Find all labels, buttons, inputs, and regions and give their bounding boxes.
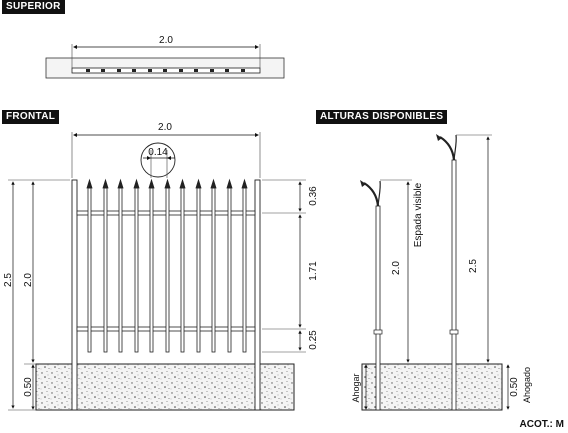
middle-segment-label: 1.71: [308, 261, 319, 281]
scale-note: ACOT.: M: [519, 419, 564, 430]
frontal-left-post: [71, 179, 78, 411]
top-segment-label: 0.36: [308, 186, 319, 206]
fence-height-label: 2.0: [23, 273, 34, 287]
buried-label-left: Ahogar: [351, 373, 361, 402]
tall-post-bracket: [439, 136, 456, 161]
frontal-right-post: [254, 179, 261, 411]
short-post: [375, 205, 381, 411]
frontal-footing: [35, 363, 295, 411]
short-height-label: 2.0: [391, 261, 402, 275]
tall-height-label: 2.5: [468, 259, 479, 273]
visible-label: Espada visible: [413, 182, 424, 247]
alturas-footing: [361, 363, 503, 411]
buried-depth-label: 0.50: [509, 377, 520, 397]
bottom-segment-label: 0.25: [308, 330, 319, 350]
short-post-bracket: [363, 182, 380, 207]
superior-view: 2.0: [45, 35, 285, 79]
header-frontal: FRONTAL: [2, 110, 60, 124]
tall-post: [451, 159, 457, 411]
alturas-view: 2.0 Espada visible 2.5 Ahogar 0.50 Ahoga…: [351, 134, 532, 411]
superior-bars: [86, 69, 245, 72]
header-superior: SUPERIOR: [2, 0, 65, 14]
spacing-label: 0.14: [148, 147, 168, 158]
header-alturas: ALTURAS DISPONIBLES: [316, 110, 448, 124]
superior-width-label: 2.0: [159, 35, 173, 46]
frontal-pickets: [86, 178, 248, 353]
footing-depth-label: 0.50: [23, 377, 34, 397]
frontal-view: 2.0 0.14 2.5 2.0 0.50 0.36 1.71 0.25: [3, 122, 319, 411]
spacing-detail-circle: [140, 142, 176, 178]
frontal-width-label: 2.0: [158, 122, 172, 133]
buried-label-right: Ahogado: [522, 367, 532, 403]
total-height-label: 2.5: [3, 273, 14, 287]
